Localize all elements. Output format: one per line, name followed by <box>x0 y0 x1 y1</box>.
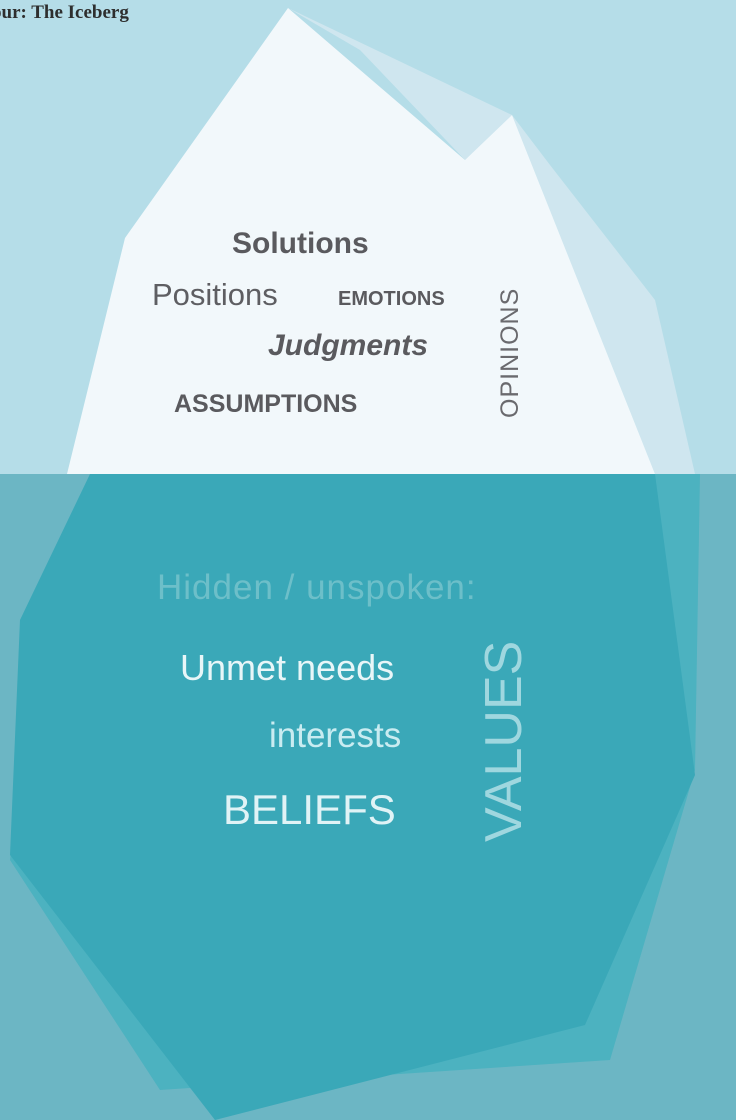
label-judgments: Judgments <box>268 329 429 362</box>
label-interests: interests <box>269 716 402 755</box>
label-unmet-needs: Unmet needs <box>180 647 395 688</box>
label-opinions: OPINIONS <box>496 287 524 418</box>
ice-visible <box>67 8 655 474</box>
label-solutions: Solutions <box>232 227 369 260</box>
ice-shadow-face <box>288 8 695 474</box>
label-beliefs: BELIEFS <box>223 786 396 833</box>
label-positions: Positions <box>152 277 278 312</box>
label-values: VALUES <box>475 640 533 842</box>
label-assumptions: ASSUMPTIONS <box>174 390 358 418</box>
label-hidden-unspoken: Hidden / unspoken: <box>157 568 477 607</box>
ice-submerged <box>10 474 695 1120</box>
label-emotions: EMOTIONS <box>338 288 445 310</box>
page-title: our: The Iceberg <box>0 2 129 23</box>
